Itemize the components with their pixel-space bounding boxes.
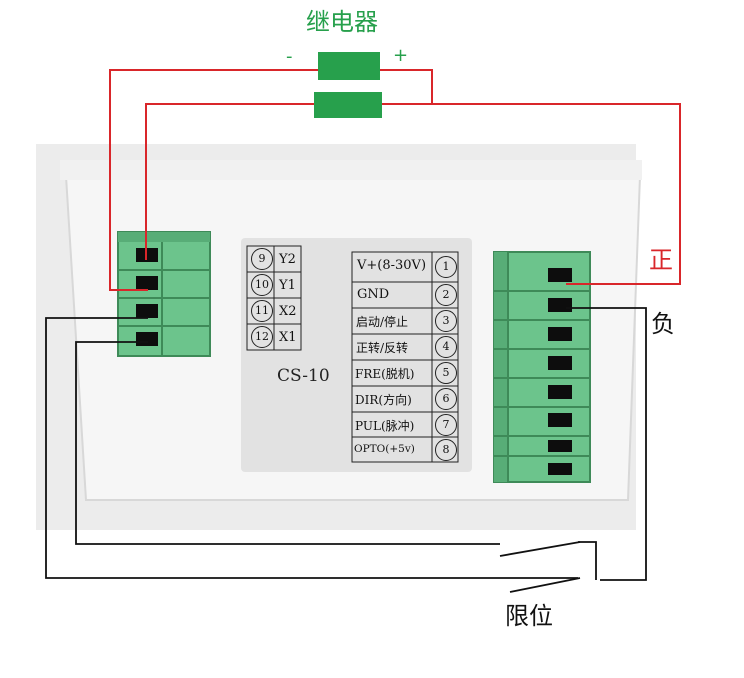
negative-wiring [45,307,647,593]
pin-name-5: FRE(脱机) [355,367,415,381]
pin-name-y2: Y2 [279,252,296,267]
relay-plus-label: + [393,45,409,66]
pin-name-7: PUL(脉冲) [355,419,415,433]
positive-label: 正 [649,246,673,274]
pin-name-3: 启动/停止 [356,315,409,329]
limit-switch-lower [509,577,581,593]
pin-number-4: 4 [435,336,457,358]
limit-switch-upper [499,541,581,557]
relay-title: 继电器 [306,8,378,36]
pin-number-8: 8 [435,439,457,461]
negative-label: 负 [651,310,675,338]
pin-name-4: 正转/反转 [356,341,409,355]
pin-number-10: 10 [251,274,273,296]
relay-contact-2 [314,92,382,118]
pin-number-2: 2 [435,284,457,306]
model-label: CS-10 [277,366,330,386]
pin-number-3: 3 [435,310,457,332]
device-top-rim [60,160,642,180]
pin-name-x1: X1 [279,330,297,345]
pin-name-2: GND [357,287,390,302]
pin-number-6: 6 [435,388,457,410]
pin-name-1: V+(8-30V) [357,258,427,273]
positive-wiring [109,69,681,291]
pin-number-7: 7 [435,414,457,436]
left-terminal-block [117,231,211,357]
pin-number-12: 12 [251,326,273,348]
pin-number-5: 5 [435,362,457,384]
limit-switch-label: 限位 [505,602,553,630]
pin-name-6: DIR(方向) [355,393,412,407]
right-terminal-block [493,251,591,483]
pin-number-1: 1 [435,256,457,278]
pin-name-y1: Y1 [279,278,296,293]
relay-contact-1 [318,52,380,80]
relay-minus-label: - [286,46,293,67]
pin-number-11: 11 [251,300,273,322]
pin-name-x2: X2 [279,304,297,319]
pin-number-9: 9 [251,248,273,270]
pin-name-8: OPTO(+5v) [354,443,415,455]
